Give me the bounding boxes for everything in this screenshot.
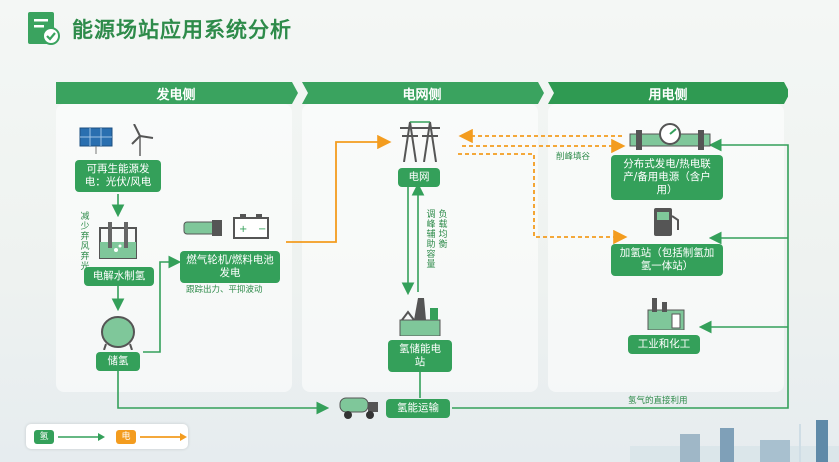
legend-orange-arrow [140,433,187,441]
node-transport: 氢能运输 [386,399,450,418]
fuel-dispenser-icon [654,208,679,236]
transmission-tower-icon [400,121,440,162]
h2-power-station-icon [399,298,441,336]
header-generation: 发电侧 [156,87,196,103]
note-track: 跟踪出力、平抑波动 [186,285,263,295]
node-grid: 电网 [398,168,440,187]
legend-green-arrow [58,433,105,441]
header-grid: 电网侧 [402,87,442,103]
solar-wind-icon [79,124,154,156]
node-storage: 储氢 [96,352,140,371]
node-h2-power-station: 氢储能电站 [388,340,452,372]
node-turbine: 燃气轮机/燃料电池发电 [180,251,280,283]
turbine-fuelcell-icon: +− [183,214,269,239]
node-renewable: 可再生能源发电：光伏/风电 [75,160,161,192]
legend-electricity-tag: 电 [116,430,136,444]
note-direct-use: 氢气的直接利用 [628,396,688,406]
node-industry: 工业和化工 [628,335,700,354]
note-peak: 削峰填谷 [556,152,591,162]
generation-panel [56,104,292,392]
node-refuel: 加氢站（包括制氢加氢一体站） [611,244,723,276]
svg-text:−: − [258,224,266,235]
city-skyline-icon [630,420,839,462]
electrolysis-icon [99,222,137,259]
hydrogen-tank-icon [101,316,135,350]
document-check-icon [28,12,60,45]
pipeline-gauge-icon [629,123,711,150]
node-distributed: 分布式发电/热电联产/备用电源（含户用） [611,155,723,200]
tanker-truck-icon [339,397,378,419]
note-balance: 负载均衡 [438,210,448,250]
header-consumption: 用电侧 [648,87,688,103]
legend-hydrogen-tag: 氢 [34,430,54,444]
note-regulate: 调峰辅助容量 [426,210,436,270]
column-header-banners [56,82,788,104]
node-electrolysis: 电解水制氢 [84,267,154,286]
note-curtail: 减少弃风弃光 [80,212,90,272]
page-title: 能源场站应用系统分析 [72,18,292,42]
svg-text:+: + [239,224,247,235]
factory-icon [647,298,685,330]
